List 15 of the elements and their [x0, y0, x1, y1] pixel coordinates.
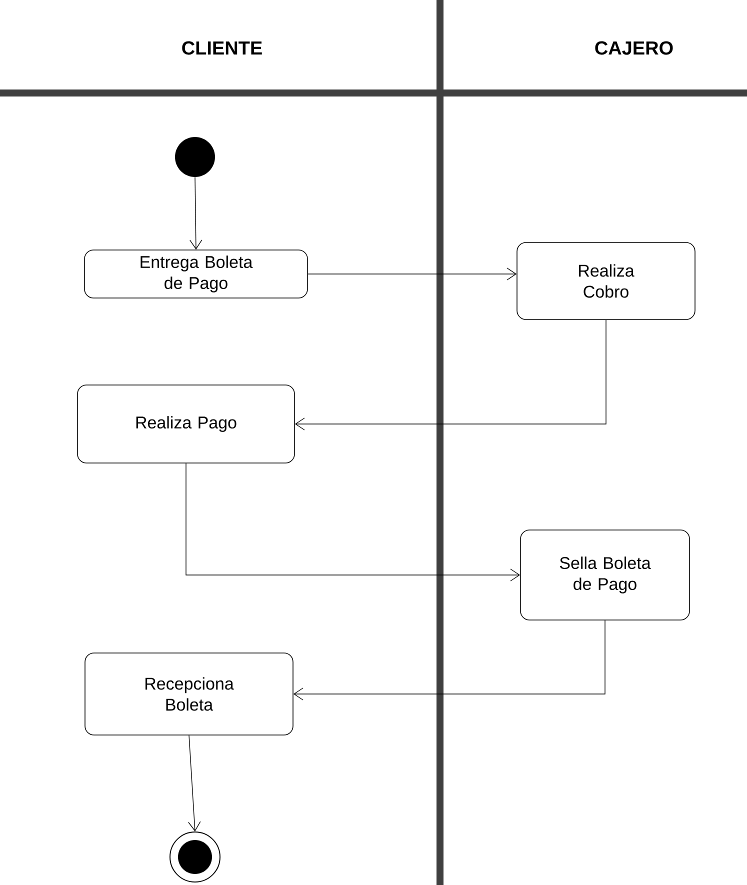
- action-box: Realiza Cobro: [516, 242, 696, 320]
- action-box: Recepciona Boleta: [84, 652, 294, 736]
- arrow: [186, 463, 520, 582]
- action-box: Sella Boleta de Pago: [520, 530, 690, 620]
- end-node: [170, 832, 220, 882]
- arrow: [190, 176, 202, 250]
- start-node: [175, 137, 215, 177]
- lane-header: CLIENTE: [182, 41, 262, 55]
- arrow: [293, 620, 606, 700]
- action-box: Entrega Boleta de Pago: [84, 250, 308, 298]
- arrow: [294, 320, 606, 430]
- action-box: Realiza Pago: [77, 384, 295, 464]
- lane-header: CAJERO: [595, 41, 673, 55]
- arrow: [308, 268, 517, 280]
- arrow: [188, 735, 201, 832]
